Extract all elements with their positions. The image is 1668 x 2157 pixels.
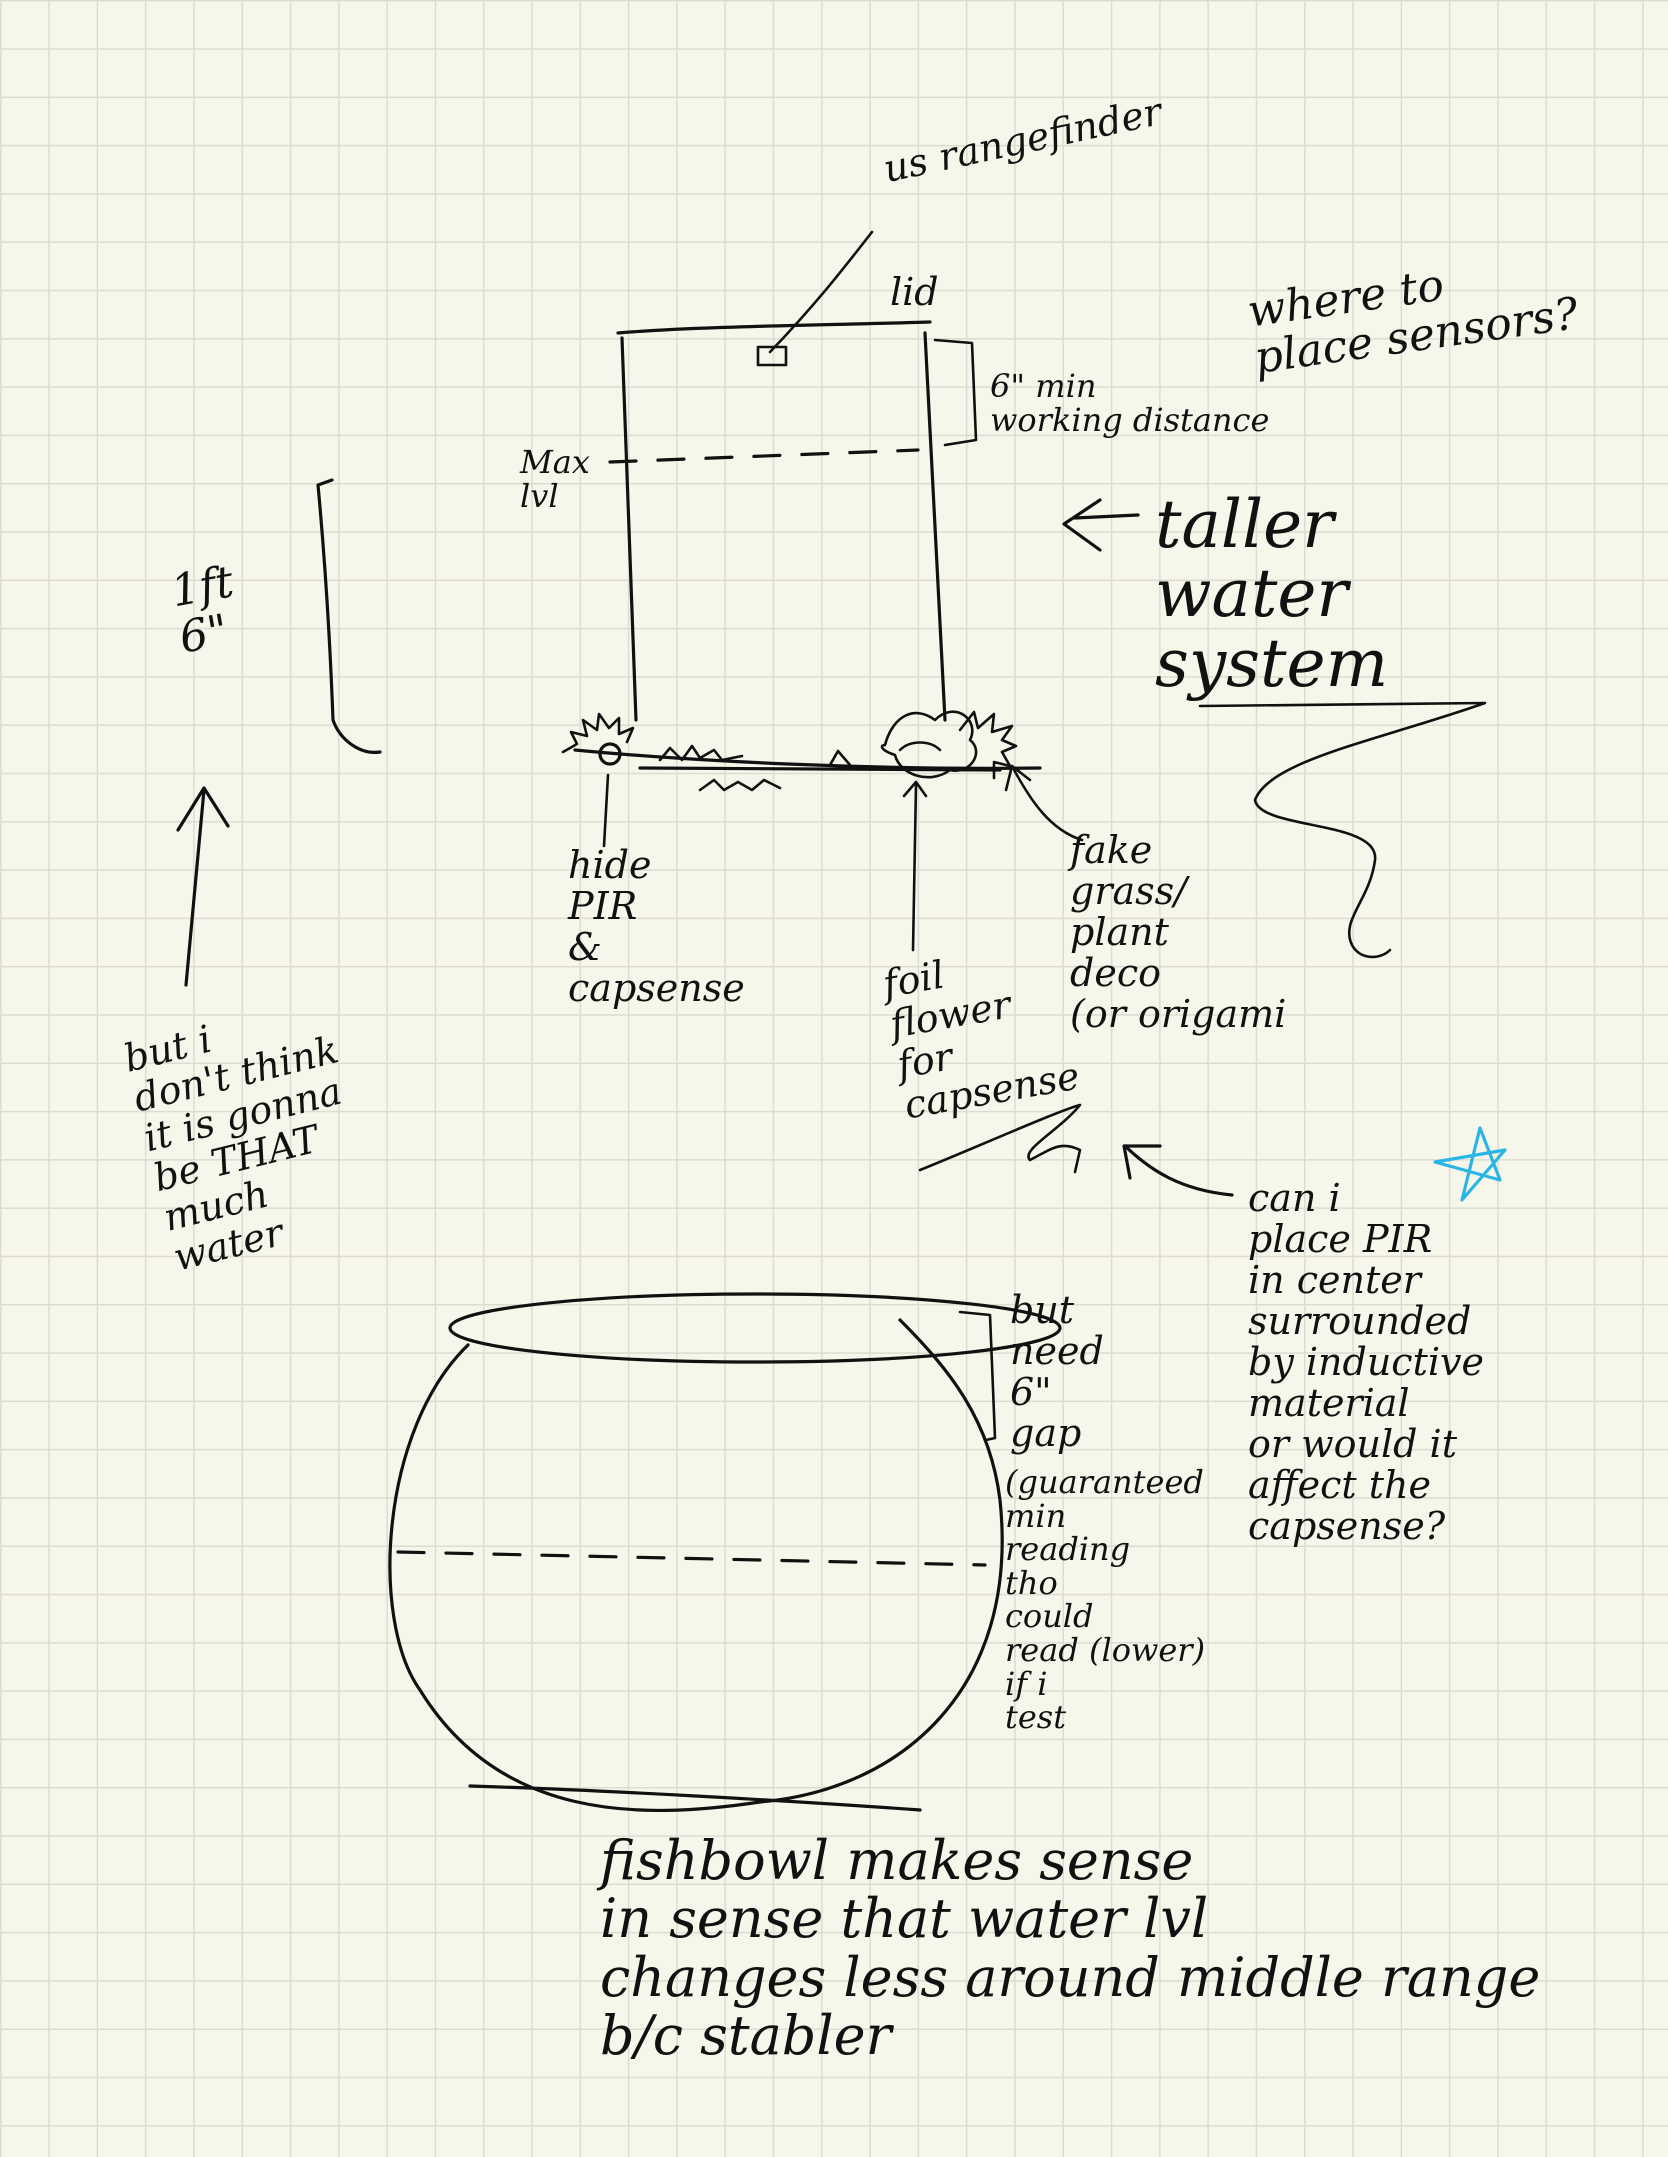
- fishbowl-note: fishbowl makes sense in sense that water…: [600, 1832, 1540, 2065]
- hide-pir-label: hide PIR & capsense: [568, 845, 745, 1009]
- arrow-icon: [1064, 500, 1138, 550]
- fake-grass-label: fake grass/ plant deco (or origami: [1070, 830, 1286, 1035]
- gap-label: but need 6" gap: [1010, 1290, 1104, 1454]
- height-bracket: [318, 480, 380, 752]
- max-level-label: Max lvl: [520, 446, 590, 513]
- base-platform: [563, 712, 1040, 790]
- rangefinder-leader: [770, 232, 872, 352]
- tall-container: [610, 322, 976, 720]
- guaranteed-label: (guaranteed min reading tho could read (…: [1005, 1466, 1205, 1735]
- pir-center-label: can i place PIR in center surrounded by …: [1248, 1178, 1484, 1547]
- fishbowl: [390, 1294, 1060, 1810]
- lid-label: lid: [890, 272, 939, 313]
- taller-system-label: taller water system: [1155, 490, 1388, 698]
- center-arrow-icon: [1124, 1146, 1232, 1195]
- foil-flower-label: foil flower for capsense: [880, 934, 1083, 1126]
- up-arrow-icon: [178, 788, 228, 985]
- min-distance-label: 6" min working distance: [990, 370, 1269, 437]
- foil-flower-arrow: [904, 782, 926, 950]
- hide-pir-arrow: [604, 775, 608, 846]
